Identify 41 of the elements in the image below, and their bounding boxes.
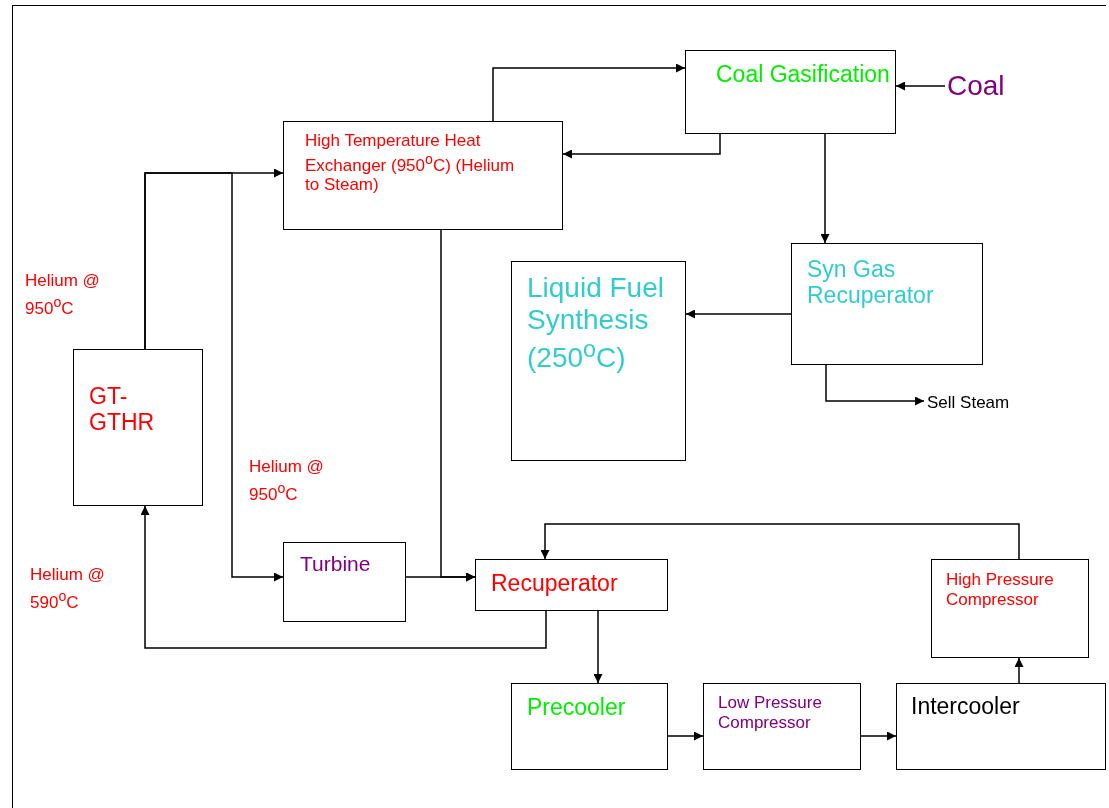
flow-condition-label: Helium @ 590$^{o}$C [30,564,106,614]
flow-arrow [825,364,925,406]
node-label: Low Pressure Compressor [718,693,823,733]
node-label: Precooler [527,694,627,721]
flow-arrow [540,523,1020,560]
node-label: Intercooler [911,693,1021,720]
process-box [283,542,406,622]
process-box [931,559,1089,658]
flow-arrow [405,572,476,582]
flow-arrow [895,81,946,91]
node-label: Liquid Fuel Synthesis (250$^{o}$C) [527,272,665,375]
input-label: Coal [947,70,1006,103]
flow-arrow [593,610,603,684]
node-label: GT-GTHR [89,383,156,436]
process-box [511,261,686,461]
flow-arrow [562,133,721,159]
process-box [896,683,1106,770]
process-box [511,683,668,770]
node-label: High Pressure Compressor [946,570,1055,610]
flow-arrow [820,133,830,244]
flow-arrow [860,731,897,741]
flow-arrow [144,172,284,582]
process-box [791,243,983,365]
node-label: High Temperature Heat Exchanger (950$^{o}$C) (Helium to Steam) [305,131,516,195]
flow-arrow [140,505,547,649]
node-label: Syn Gas Recuperator [807,256,935,309]
flow-arrow [1014,657,1024,684]
node-label: Recuperator [491,570,619,597]
node-label: Coal Gasification [716,61,891,88]
node-label: Turbine [300,552,372,577]
flow-arrow [685,309,792,319]
flow-condition-label: Helium @ 950$^{o}$C [25,270,101,320]
process-box [283,121,563,230]
output-label: Sell Steam [927,393,1011,413]
process-box [475,559,668,611]
reactor-box [73,349,203,506]
flow-condition-label: Helium @ 950$^{o}$C [249,456,325,506]
flow-arrow [667,731,704,741]
process-box [703,683,861,770]
process-box [685,50,896,134]
flow-arrow [492,63,686,122]
